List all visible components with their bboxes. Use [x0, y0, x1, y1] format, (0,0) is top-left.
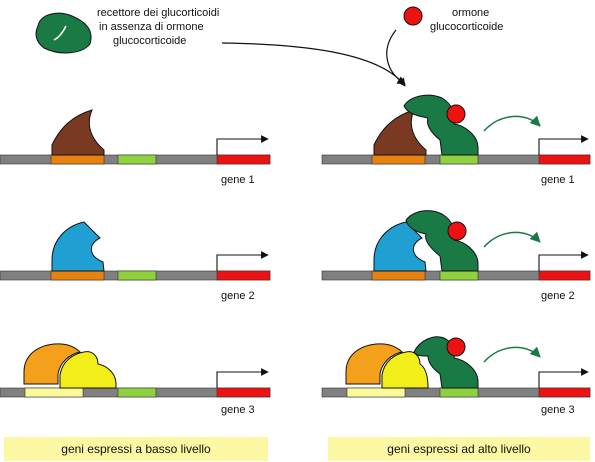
receptor-note: recettore dei glucorticoidi in assenza d…	[97, 7, 219, 47]
right-row-3: gene 3	[321, 336, 591, 416]
bound-receptor	[405, 210, 479, 272]
orange-binding-site	[371, 154, 426, 165]
gene-label-right-2: gene 2	[541, 290, 575, 302]
receptor-note-line-3: glucocorticoide	[113, 35, 186, 47]
brown-factor	[373, 109, 427, 156]
hormone-note-line-1: ormone	[452, 7, 489, 19]
gene-label-left-2: gene 2	[221, 290, 255, 302]
orange-binding-site	[50, 270, 105, 281]
hormone-note-line-2: glucocorticoide	[430, 21, 503, 33]
left-row-3: gene 3	[0, 343, 271, 416]
green-binding-site	[117, 270, 157, 281]
gene-label-right-3: gene 3	[541, 404, 575, 416]
left-row-2: gene 2	[0, 221, 271, 302]
gene-segment	[216, 387, 271, 398]
expression-arrow	[483, 346, 541, 363]
gene-label-right-1: gene 1	[541, 174, 575, 186]
orange-binding-site	[371, 270, 426, 281]
receptor-path-arrow	[221, 42, 406, 87]
orange-factor	[345, 343, 404, 385]
transcription-start-arrow	[538, 135, 589, 155]
gene-segment	[538, 387, 591, 398]
right-row-1: gene 1	[321, 94, 591, 186]
transcription-start-arrow	[538, 368, 589, 388]
expression-arrow	[483, 231, 541, 248]
caption-low-expression: geni espressi a basso livello	[4, 437, 268, 461]
blue-factor	[51, 221, 105, 272]
green-binding-site	[117, 154, 157, 165]
light-yellow-binding-site	[346, 387, 406, 398]
bound-receptor	[413, 336, 479, 389]
green-binding-site	[117, 387, 157, 398]
gene-segment	[216, 154, 271, 165]
orange-binding-site	[50, 154, 105, 165]
green-binding-site	[439, 154, 479, 165]
gene-segment	[538, 154, 591, 165]
gene-label-left-1: gene 1	[221, 174, 255, 186]
brown-factor	[51, 109, 105, 156]
orange-factor	[23, 343, 82, 385]
light-yellow-binding-site	[24, 387, 84, 398]
caption-high-expression: geni espressi ad alto livello	[328, 437, 590, 461]
gene-label-left-3: gene 3	[221, 404, 255, 416]
left-row-1: gene 1	[0, 109, 271, 186]
hormone-dot	[403, 6, 423, 26]
right-row-2: gene 2	[321, 210, 591, 302]
hormone-path-arrow	[386, 29, 406, 85]
gene-segment	[216, 270, 271, 281]
gene-segment	[538, 270, 591, 281]
free-receptor	[35, 12, 92, 54]
yellow-factor	[59, 351, 117, 389]
bound-hormone	[446, 104, 466, 124]
transcription-start-arrow	[216, 368, 269, 388]
blue-factor	[373, 221, 427, 272]
green-binding-site	[439, 387, 479, 398]
bound-hormone	[446, 337, 466, 357]
bound-receptor	[403, 94, 479, 156]
transcription-start-arrow	[216, 251, 269, 271]
green-binding-site	[439, 270, 479, 281]
hormone-note: ormone glucocorticoide	[430, 7, 503, 33]
transcription-start-arrow	[216, 135, 269, 155]
receptor-note-line-1: recettore dei glucorticoidi	[97, 7, 219, 19]
receptor-note-line-2: in assenza di ormone	[99, 21, 204, 33]
expression-arrow	[483, 115, 541, 132]
bound-hormone	[447, 221, 467, 241]
transcription-start-arrow	[538, 251, 589, 271]
